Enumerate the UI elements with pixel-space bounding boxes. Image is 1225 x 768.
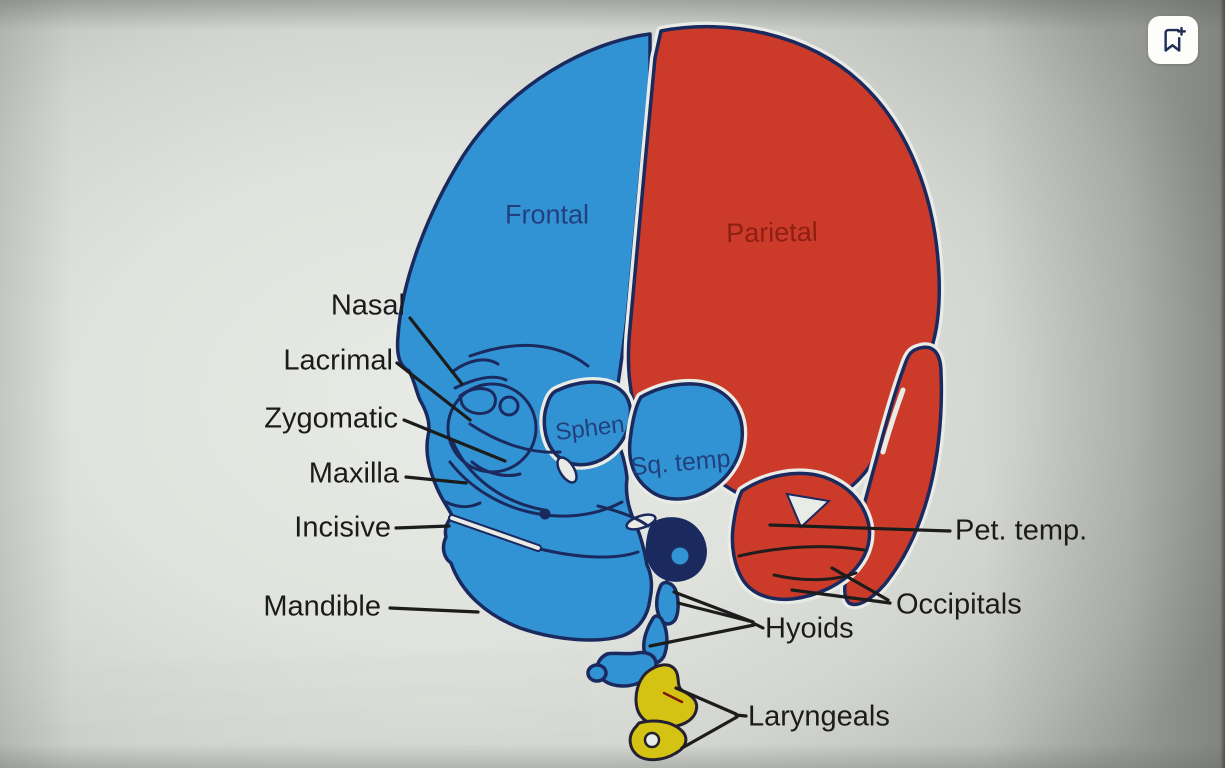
lacrimal-leader bbox=[395, 361, 472, 422]
lacrimal-bone-outline bbox=[498, 395, 520, 417]
label-lacrimal: Lacrimal bbox=[283, 344, 393, 377]
nasal-leader bbox=[408, 316, 464, 386]
hyoids-leader-2 bbox=[676, 601, 755, 624]
bookmark-button[interactable] bbox=[1148, 16, 1198, 64]
label-hyoids: Hyoids bbox=[765, 612, 854, 645]
jaw-separation-line bbox=[538, 547, 640, 559]
maxilla-leader bbox=[404, 475, 468, 485]
mouth-slit-gap bbox=[450, 516, 540, 550]
laryngeal-bones-group bbox=[628, 663, 699, 762]
label-parietal: Parietal bbox=[725, 216, 819, 249]
squamous-temporal-bone bbox=[627, 382, 745, 501]
occipitals-leader-2 bbox=[790, 588, 892, 605]
incisive-leader bbox=[394, 524, 451, 530]
photo-right-edge-shadow bbox=[1220, 0, 1225, 768]
petrous-occipital-mass bbox=[730, 471, 872, 602]
sphenoid-bone bbox=[542, 380, 633, 467]
occipital-suture-1 bbox=[737, 545, 866, 558]
face-sutures-group bbox=[444, 343, 650, 559]
label-frontal: Frontal bbox=[504, 199, 590, 230]
mandible-leader bbox=[388, 606, 480, 614]
label-mandible: Mandible bbox=[263, 590, 381, 623]
occipitals-leader-1 bbox=[830, 566, 890, 602]
flap-inner-suture bbox=[880, 387, 906, 455]
label-occipitals: Occipitals bbox=[896, 588, 1022, 621]
label-nasal: Nasal bbox=[330, 289, 405, 322]
label-laryngeals: Laryngeals bbox=[748, 700, 890, 733]
frontal-face-mandible-bones bbox=[395, 32, 654, 642]
zygomatic-leader bbox=[402, 418, 507, 463]
label-zygomatic: Zygomatic bbox=[264, 402, 398, 435]
pet-temp-leader bbox=[768, 523, 952, 533]
hyoids-leader-3 bbox=[648, 623, 756, 648]
laryngeal-hole bbox=[643, 731, 661, 749]
label-pet-temp: Pet. temp. bbox=[955, 514, 1088, 547]
sphenoid-lens-gap bbox=[556, 456, 578, 484]
laryngeals-leader-2 bbox=[680, 715, 739, 750]
laryngeals-leader-1 bbox=[674, 686, 738, 716]
nasal-bone-outline bbox=[458, 387, 497, 416]
occipital-white-wedge bbox=[785, 492, 832, 529]
hyoids-leader-1 bbox=[672, 590, 755, 624]
leader-lines-group bbox=[388, 316, 952, 750]
occipital-suture-2 bbox=[772, 571, 858, 582]
laryngeals-leader-tip bbox=[734, 713, 748, 718]
label-incisive: Incisive bbox=[294, 511, 391, 544]
paper-showthrough-texture bbox=[30, 650, 590, 750]
tympanic-inner bbox=[671, 547, 689, 565]
laryngeal-crease bbox=[662, 691, 684, 704]
bookmark-plus-icon bbox=[1159, 26, 1187, 54]
label-maxilla: Maxilla bbox=[308, 457, 399, 490]
hyoids-leader-tip bbox=[751, 621, 765, 630]
foramen-dot bbox=[539, 508, 551, 520]
